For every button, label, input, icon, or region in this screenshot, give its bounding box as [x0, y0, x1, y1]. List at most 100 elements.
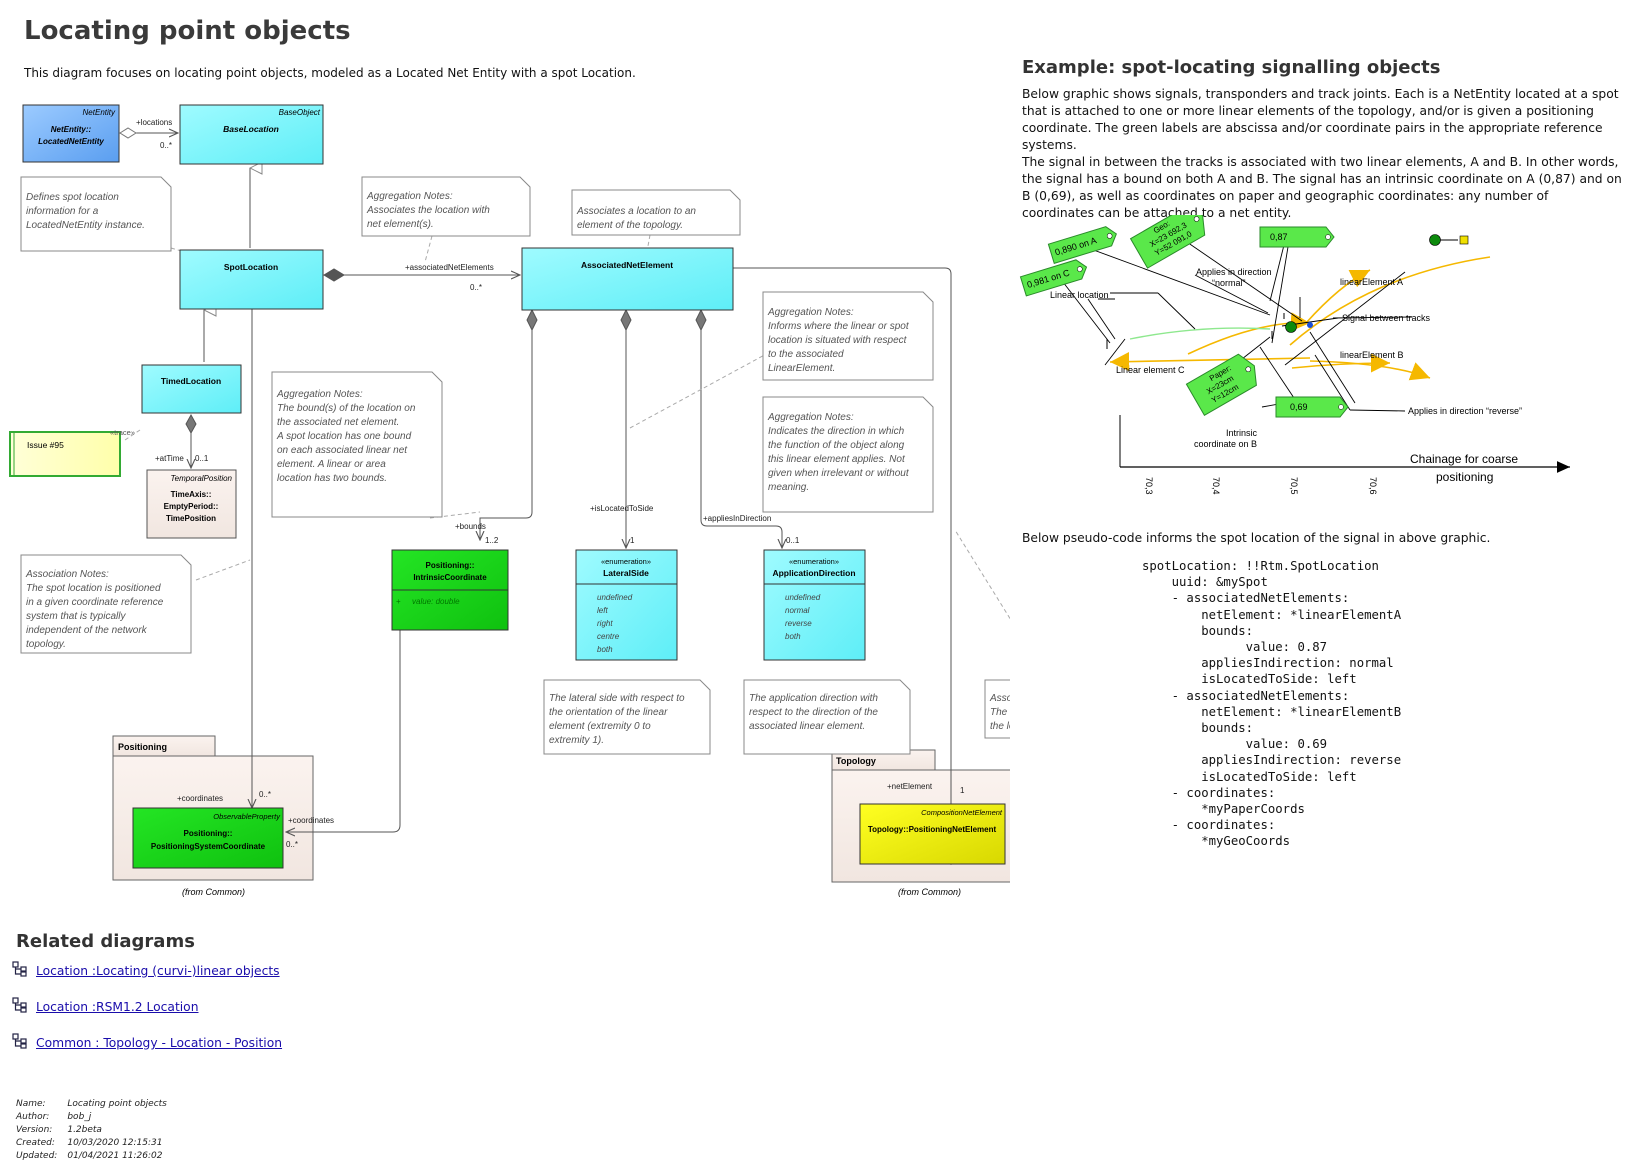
role-coordinates-b: +coordinates — [288, 816, 334, 825]
code-line: value: 0.87 — [1142, 640, 1328, 655]
related-link-topology[interactable]: Common : Topology - Location - Position — [36, 1036, 283, 1050]
svg-text:“normal”: “normal” — [1212, 278, 1246, 288]
package-positioning-label: Positioning — [118, 742, 167, 752]
meta-version: 1.2beta — [67, 1125, 102, 1135]
mult-at-time: 0..1 — [195, 454, 209, 463]
chainage-label-1: Chainage for coarse — [1410, 452, 1518, 466]
svg-text:linearElement A: linearElement A — [1340, 277, 1403, 287]
example-title: Example: spot-locating signalling object… — [1022, 57, 1441, 78]
note-aggregation-direction: Aggregation Notes: Indicates the directi… — [762, 396, 934, 513]
related-link-rsm12[interactable]: Location :RSM1.2 Location — [36, 1000, 199, 1014]
svg-text:the orientation of the linear: the orientation of the linear — [549, 707, 668, 718]
meta-updated: 01/04/2021 11:26:02 — [67, 1151, 163, 1161]
connectors — [119, 127, 951, 864]
trace-label: «trace» — [110, 428, 135, 437]
code-line: bounds: — [1142, 623, 1254, 638]
svg-text:Associates the location with: Associates the location with — [366, 205, 490, 216]
mult-associated: 0..* — [470, 283, 482, 292]
class-positioning-net-element[interactable]: CompositionNetElement Topology::Position… — [859, 803, 1006, 865]
svg-text:to the associated: to the associated — [768, 349, 844, 360]
mult-bounds: 1..2 — [485, 536, 499, 545]
class-base-location[interactable]: BaseObject BaseLocation — [179, 104, 324, 165]
svg-text:location is situated with resp: location is situated with respect — [768, 335, 908, 346]
svg-text:Aggregation Notes:: Aggregation Notes: — [366, 191, 453, 202]
role-associated-net-elements: +associatedNetElements — [405, 263, 494, 272]
role-applies-in-direction: +appliesInDirection — [703, 514, 771, 523]
svg-text:topology.: topology. — [26, 639, 66, 650]
class-spot-location[interactable]: SpotLocation — [179, 249, 324, 310]
class-timed-location[interactable]: TimedLocation — [141, 364, 242, 414]
diagram-link-icon — [12, 1033, 27, 1049]
tick-706: 70,6 — [1368, 477, 1378, 495]
code-line: - coordinates: — [1142, 785, 1276, 800]
svg-text:The spot location is positione: The spot location is positioned — [26, 583, 161, 594]
svg-text:NetEntity: NetEntity — [83, 108, 116, 117]
svg-text:Applies in direction: Applies in direction — [1196, 267, 1272, 277]
svg-text:in a given coordinate referenc: in a given coordinate reference — [26, 597, 164, 608]
example-description: Below graphic shows signals, transponder… — [1022, 86, 1622, 222]
meta-name: Locating point objects — [67, 1099, 167, 1109]
code-line: *myPaperCoords — [1142, 802, 1305, 817]
pseudo-code-caption: Below pseudo-code informs the spot locat… — [1022, 531, 1491, 545]
package-topology-from: (from Common) — [898, 887, 961, 897]
locations-diamond — [119, 127, 137, 139]
tick-705: 70,5 — [1289, 477, 1299, 495]
svg-text:system that is typically: system that is typically — [26, 611, 126, 622]
svg-text:undefined: undefined — [597, 593, 633, 602]
svg-text:element (extremity 0 to: element (extremity 0 to — [549, 721, 651, 732]
class-lateral-side[interactable]: «enumeration» LateralSide undefined left… — [575, 549, 678, 661]
tag-087: 0,87 — [1259, 226, 1335, 248]
bounds-diamond — [526, 308, 538, 332]
svg-text:NetEntity::: NetEntity:: — [51, 125, 92, 134]
svg-text:The application direction with: The application direction with — [749, 693, 878, 704]
related-link-curvilinear[interactable]: Location :Locating (curvi-)linear object… — [36, 964, 280, 978]
intro-text: This diagram focuses on locating point o… — [24, 66, 636, 80]
mult-direction: 0..1 — [786, 536, 800, 545]
class-temporal-position[interactable]: TemporalPosition TimeAxis:: EmptyPeriod:… — [146, 469, 237, 539]
svg-text:+: + — [396, 597, 401, 606]
net-element-link — [732, 267, 951, 864]
intrinsic-value-attribute: value: double — [412, 597, 460, 606]
class-positioning-system-coordinate[interactable]: ObservableProperty Positioning:: Positio… — [132, 807, 284, 869]
mult-coordinates-a: 0..* — [259, 790, 271, 799]
leader-lines — [1055, 226, 1413, 412]
pseudo-code-block: spotLocation: !!Rtm.SpotLocation uuid: &… — [1142, 558, 1401, 850]
package-topology-label: Topology — [836, 756, 876, 766]
code-line: netElement: *linearElementA — [1142, 607, 1402, 622]
svg-text:left: left — [597, 606, 608, 615]
code-line: uuid: &mySpot — [1142, 575, 1268, 590]
svg-text:respect to the direction of th: respect to the direction of the — [749, 707, 878, 718]
meta-name-label: Name: — [16, 1099, 46, 1109]
example-paragraph-1: Below graphic shows signals, transponder… — [1022, 87, 1619, 152]
class-application-direction[interactable]: «enumeration» ApplicationDirection undef… — [763, 549, 866, 661]
svg-text:Defines spot location: Defines spot location — [26, 192, 119, 203]
role-coordinates-a: +coordinates — [177, 794, 223, 803]
code-line: isLocatedToSide: left — [1142, 769, 1357, 784]
svg-text:PositioningSystemCoordinate: PositioningSystemCoordinate — [151, 842, 266, 851]
svg-text:given when irrelevant or witho: given when irrelevant or without — [768, 468, 910, 479]
issue-note[interactable]: Issue #95 «trace» — [9, 428, 135, 477]
class-located-net-entity[interactable]: NetEntity NetEntity:: LocatedNetEntity — [22, 104, 120, 163]
class-intrinsic-coordinate[interactable]: Positioning:: IntrinsicCoordinate + valu… — [391, 549, 509, 631]
diagram-link-icon — [12, 961, 27, 977]
svg-text:Associates a location to an: Associates a location to an — [576, 206, 696, 217]
class-associated-net-element[interactable]: AssociatedNetElement — [521, 247, 734, 311]
svg-text:linearElement B: linearElement B — [1340, 350, 1404, 360]
code-line: - coordinates: — [1142, 818, 1276, 833]
mult-net-element: 1 — [960, 786, 965, 795]
svg-text:net element(s).: net element(s). — [367, 219, 434, 230]
tag-geo: Geo: X=23 692,3 Y=52 091,0 — [1129, 215, 1206, 269]
svg-text:this linear element applies. N: this linear element applies. Not — [768, 454, 906, 465]
tag-paper: Paper: X=23cm Y=12cm — [1185, 353, 1257, 417]
svg-text:Applies in direction “reverse”: Applies in direction “reverse” — [1408, 406, 1522, 416]
svg-text:LinearElement.: LinearElement. — [768, 363, 835, 374]
svg-text:Positioning::: Positioning:: — [184, 829, 233, 838]
linear-location-highlight — [1129, 327, 1271, 340]
role-bounds: +bounds — [455, 522, 486, 531]
svg-text:TimedLocation: TimedLocation — [161, 376, 221, 386]
meta-updated-label: Updated: — [16, 1151, 58, 1161]
graphic-labels: Applies in direction “normal” linearElem… — [1050, 267, 1522, 449]
note-association-net-element: Association Notes: The net element that … — [984, 679, 1010, 739]
signal-marker-icon — [1307, 322, 1313, 328]
svg-text:extremity 1).: extremity 1). — [549, 735, 604, 746]
